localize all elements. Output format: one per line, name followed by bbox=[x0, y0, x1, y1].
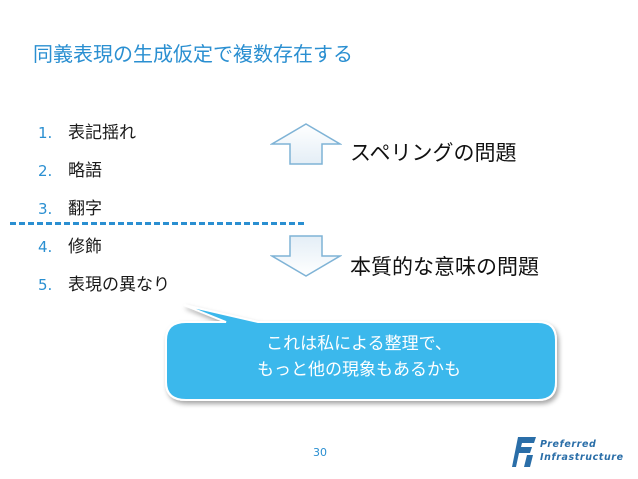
list-text: 表現の異なり bbox=[68, 275, 170, 295]
logo-mark-icon bbox=[512, 437, 536, 467]
page-number: 30 bbox=[313, 446, 327, 459]
logo-line-2: Infrastructure bbox=[540, 452, 624, 463]
callout-line-1: これは私による整理で、 bbox=[266, 334, 452, 354]
list-number: 2. bbox=[38, 162, 53, 180]
list-item: 1. 表記揺れ bbox=[38, 118, 136, 143]
list-number: 1. bbox=[38, 124, 53, 142]
list-number: 4. bbox=[38, 238, 53, 256]
list-text: 修飾 bbox=[68, 237, 102, 257]
list-text: 翻字 bbox=[68, 199, 102, 219]
logo-line-1: Preferred bbox=[540, 439, 597, 450]
list-text: 表記揺れ bbox=[68, 123, 136, 143]
dashed-divider bbox=[10, 222, 304, 225]
semantic-problem-label: 本質的な意味の問題 bbox=[350, 255, 539, 279]
callout-text: これは私による整理で、 もっと他の現象もあるかも bbox=[166, 331, 552, 383]
list-item: 5. 表現の異なり bbox=[38, 270, 170, 295]
list-item: 4. 修飾 bbox=[38, 232, 102, 257]
list-number: 5. bbox=[38, 276, 53, 294]
list-item: 3. 翻字 bbox=[38, 194, 102, 219]
up-arrow-icon bbox=[270, 123, 342, 165]
list-item: 2. 略語 bbox=[38, 156, 102, 181]
list-text: 略語 bbox=[68, 161, 102, 181]
callout-line-2: もっと他の現象もあるかも bbox=[257, 360, 461, 380]
company-logo: Preferred Infrastructure bbox=[512, 436, 632, 468]
slide-title: 同義表現の生成仮定で複数存在する bbox=[33, 42, 353, 66]
list-number: 3. bbox=[38, 200, 53, 218]
down-arrow-icon bbox=[270, 235, 342, 277]
spelling-problem-label: スペリングの問題 bbox=[350, 141, 517, 165]
